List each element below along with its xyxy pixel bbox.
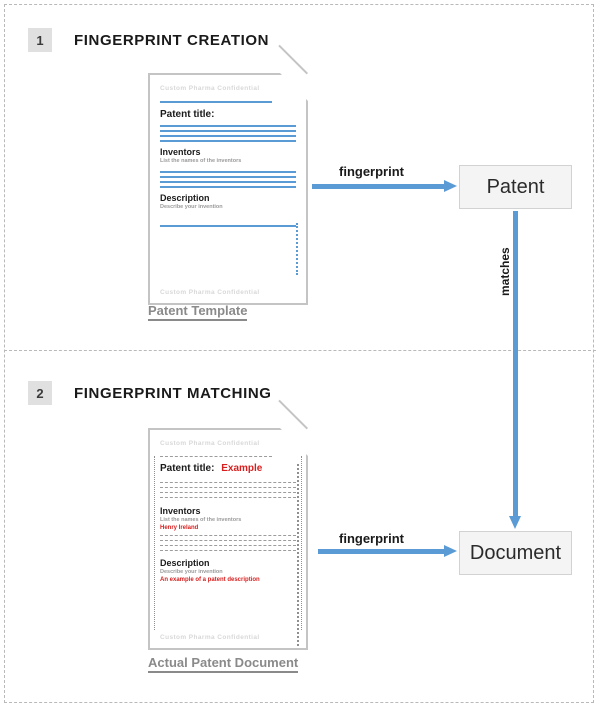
field-inventors-hint: List the names of the inventors (160, 158, 242, 164)
field-patent-title-label: Patent title: (160, 109, 215, 120)
rule-line (160, 487, 296, 488)
rule-line (160, 101, 272, 103)
arrow-head-icon (444, 180, 457, 192)
page-fold-icon (280, 428, 308, 456)
field-description-label: Description (160, 193, 210, 203)
marker-dots (296, 223, 300, 275)
doc-dotted-border-left (154, 456, 155, 630)
field-patent-title-label: Patent title: (160, 463, 215, 474)
section-title-1: FINGERPRINT CREATION (74, 31, 270, 49)
section-divider (4, 350, 596, 351)
field-inventors-hint: List the names of the inventors (160, 517, 242, 523)
rule-line (160, 225, 296, 227)
step-badge-2: 2 (28, 381, 52, 405)
entity-box-patent[interactable]: Patent (459, 165, 572, 209)
rule-line (160, 135, 296, 137)
inventors-rule-group (160, 171, 296, 188)
watermark-bottom: Custom Pharma Confidential (160, 634, 260, 641)
title-rule-group (160, 482, 296, 498)
section-header-1: 1 FINGERPRINT CREATION (28, 28, 269, 52)
field-inventors-label: Inventors (160, 506, 201, 516)
rule-line (160, 550, 296, 551)
watermark-top: Custom Pharma Confidential (160, 85, 260, 92)
arrow-fingerprint-top (312, 180, 457, 192)
rule-line (160, 186, 296, 188)
section-title-2: FINGERPRINT MATCHING (74, 384, 272, 402)
arrow-head-icon (509, 516, 521, 529)
page-fold-icon (280, 73, 308, 101)
field-inventors-value: Henry Ireland (160, 525, 199, 531)
rule-line (160, 130, 296, 132)
field-inventors-label: Inventors (160, 147, 201, 157)
section-header-2: 2 FINGERPRINT MATCHING (28, 381, 272, 405)
arrow-label-matches: matches (498, 247, 512, 296)
caption-patent-template: Patent Template (148, 303, 248, 321)
rule-line (160, 125, 296, 127)
arrow-fingerprint-bottom (318, 545, 460, 557)
marker-dots (297, 464, 301, 646)
doc-dotted-border-right (301, 456, 302, 630)
rule-line (160, 545, 296, 546)
rule-line (160, 140, 296, 142)
field-description-hint: Describe your invention (160, 204, 223, 210)
arrow-matches (509, 211, 521, 529)
field-patent-title-row: Patent title: Example (160, 463, 296, 474)
rule-line (160, 171, 296, 173)
diagram-outer-frame (4, 4, 594, 703)
arrow-shaft (312, 184, 445, 189)
title-rule-group (160, 125, 296, 142)
step-badge-1: 1 (28, 28, 52, 52)
entity-box-document[interactable]: Document (459, 531, 572, 575)
arrow-head-icon (444, 545, 457, 557)
arrow-shaft (318, 549, 445, 554)
patent-template-document: Custom Pharma Confidential Patent title:… (148, 44, 308, 305)
rule-line (160, 540, 296, 541)
rule-line (160, 181, 296, 183)
rule-line (160, 492, 296, 493)
arrow-label-fingerprint-bottom: fingerprint (339, 531, 404, 546)
actual-patent-document: Custom Pharma Confidential Patent title:… (148, 399, 308, 650)
arrow-shaft (513, 211, 518, 517)
watermark-bottom: Custom Pharma Confidential (160, 289, 260, 296)
arrow-label-fingerprint-top: fingerprint (339, 164, 404, 179)
rule-line (160, 176, 296, 178)
rule-line (160, 535, 296, 536)
entity-box-patent-label: Patent (486, 175, 545, 198)
watermark-top: Custom Pharma Confidential (160, 440, 260, 447)
rule-line (160, 482, 296, 483)
caption-actual-patent-document: Actual Patent Document (148, 655, 299, 673)
rule-line (160, 497, 296, 498)
rule-line (160, 456, 272, 457)
field-description-value: An example of a patent description (160, 577, 260, 583)
field-patent-title-value: Example (221, 463, 263, 474)
field-description-label: Description (160, 558, 210, 568)
field-description-hint: Describe your invention (160, 569, 223, 575)
inventors-rule-group (160, 535, 296, 551)
entity-box-document-label: Document (469, 541, 562, 564)
